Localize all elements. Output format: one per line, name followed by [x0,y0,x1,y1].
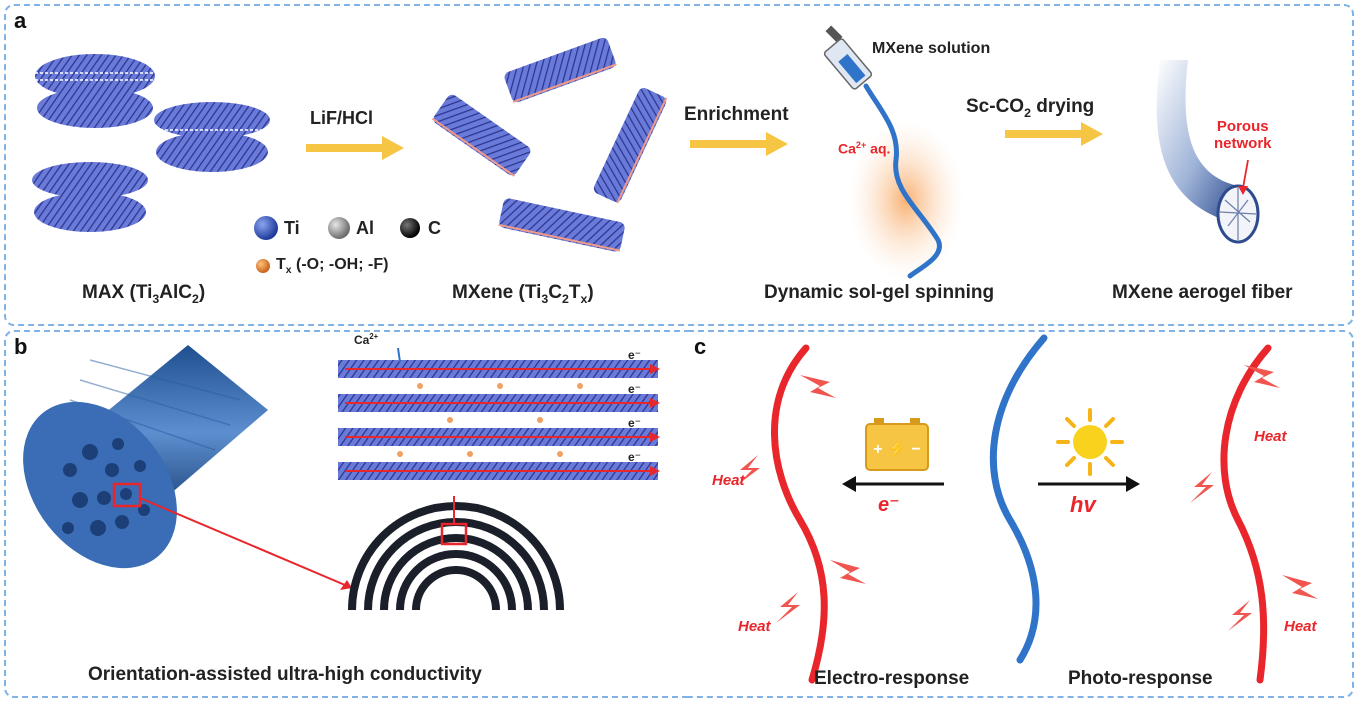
spinning-caption: Dynamic sol-gel spinning [764,282,995,303]
heat-label-2: Heat [738,618,771,635]
legend-c-label: C [428,218,441,238]
heat-label-3: Heat [1254,428,1287,445]
al-atom-icon [328,217,350,239]
electron-label-1: e⁻ [628,348,642,362]
enrichment-arrow [690,132,788,156]
mxene-caption: MXene (Ti3C2Tx) [452,282,594,306]
electron-label-2: e⁻ [628,382,642,396]
photon-arrow-head [1126,476,1140,492]
max-crystal-top [35,54,155,128]
mxene-flake-3 [593,88,668,204]
drying-label: Sc-CO2 drying [966,96,1095,120]
panel-b [4,330,688,698]
legend-al-label: Al [356,218,374,238]
ti-atom-icon [254,216,278,240]
solution-label: MXene solution [872,40,991,57]
lightning-icon [736,365,1318,631]
legend-ti-label: Ti [284,218,300,238]
electron-arrow-head [842,476,856,492]
photo-caption: Photo-response [1068,668,1213,689]
zoom-line [139,497,353,589]
aerogel-fiber [1156,60,1260,244]
electro-caption: Electro-response [814,668,970,689]
mxene-flake-4 [498,198,625,252]
max-crystal-bottom [32,162,148,232]
heat-label-1: Heat [712,472,745,489]
etch-arrow [306,136,404,160]
pristine-fiber [989,334,1048,664]
panel-b-letter: b [14,334,28,359]
ca-ion-label: Ca2+ [354,332,379,347]
stacked-mxene-layers [338,360,660,480]
heated-fiber-right [1220,344,1272,684]
etch-label: LiF/HCl [310,108,373,128]
electron-input-label: e⁻ [878,494,900,516]
zoom-box-cross-section [112,482,142,508]
fiber-cylinder [23,345,268,569]
panel-a [4,4,1354,326]
panel-a-letter: a [14,8,27,33]
c-atom-icon [400,218,420,238]
battery-icon: + ⚡ − [865,418,929,471]
drying-arrow [1005,122,1103,146]
mxene-flake-1 [431,94,531,177]
heat-label-4: Heat [1284,618,1317,635]
enrichment-label: Enrichment [684,104,789,125]
electron-label-3: e⁻ [628,416,642,430]
heated-fiber-left [771,344,828,684]
aligned-layers-arcs [348,502,564,611]
mxene-flake-2 [504,37,617,103]
panel-b-caption: Orientation-assisted ultra-high conducti… [88,664,482,685]
photon-input-label: hv [1070,492,1096,517]
porous-pointer-head [1238,186,1248,195]
legend-tx-label: Tx (-O; -OH; -F) [276,256,389,277]
panel-c-letter: c [694,334,707,359]
spun-fiber [863,83,942,279]
ca-ion-pointer [397,347,401,363]
sun-icon [1056,408,1124,476]
fiber-caption: MXene aerogel fiber [1112,282,1293,303]
ca-solution-label: Ca2+ aq. [838,140,891,157]
porous-pointer [1242,159,1249,189]
electron-label-4: e⁻ [628,450,642,464]
panel-c [688,330,1354,698]
zoom-line-head [340,580,352,590]
tx-group-icon [256,259,270,273]
svg-text:+ ⚡ −: + ⚡ − [873,439,921,458]
max-crystal-right [154,102,270,172]
syringe-icon [823,25,873,90]
max-caption: MAX (Ti3AlC2) [82,282,206,306]
